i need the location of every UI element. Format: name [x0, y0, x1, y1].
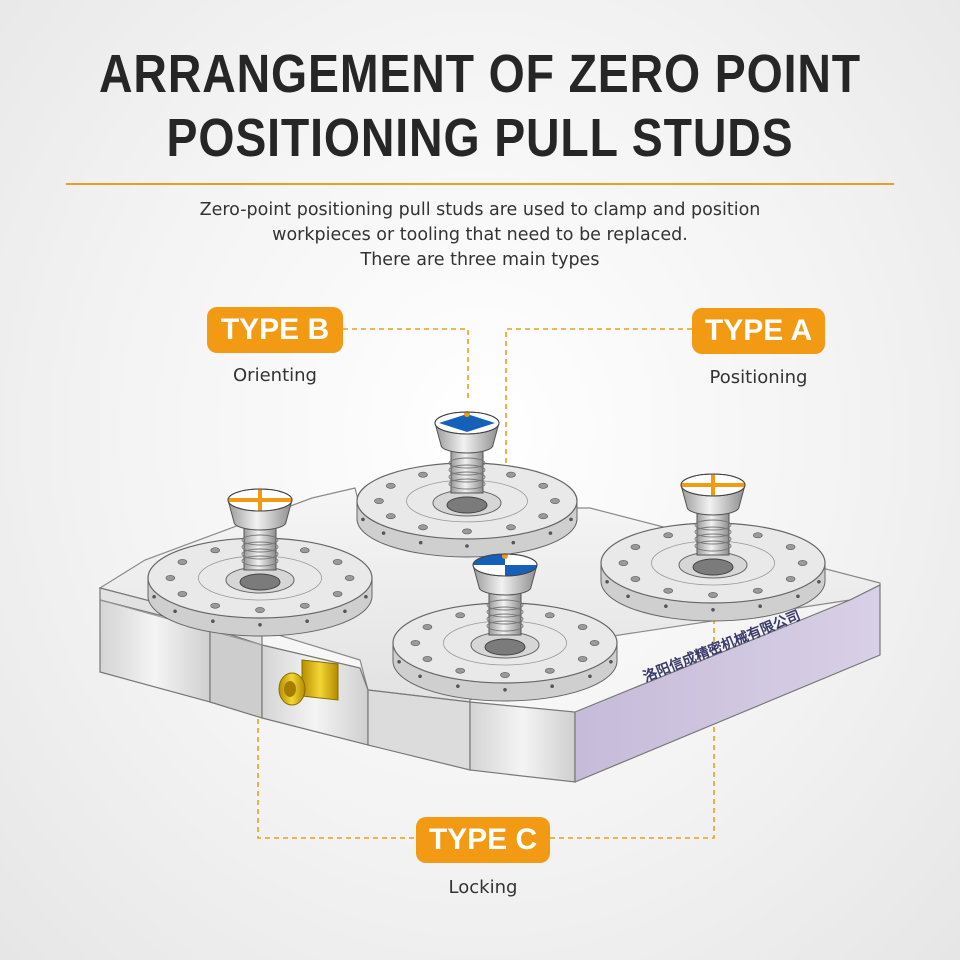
description: Zero-point positioning pull studs are us… — [0, 198, 960, 273]
stud-type-c-right-cap-icon — [680, 473, 746, 497]
stud-type-a-front-cap-icon — [472, 553, 538, 577]
type-b-badge: TYPE B — [207, 307, 343, 353]
plate-front-corner — [469, 701, 576, 783]
plate-sides — [99, 584, 881, 783]
type-a-badge: TYPE A — [692, 308, 825, 354]
stud-type-c-right — [600, 473, 826, 622]
stud-type-a-front — [392, 553, 618, 702]
title-line-2: POSITIONING PULL STUDS — [166, 108, 794, 168]
type-b-caption: Orienting — [233, 365, 317, 386]
page-title: ARRANGEMENT OF ZERO POINT POSITIONING PU… — [67, 42, 893, 170]
stud-type-c-left — [147, 488, 373, 637]
title-divider — [66, 183, 894, 185]
type-a-caption: Positioning — [709, 367, 808, 388]
stud-type-b-rear-cap-icon — [434, 411, 500, 435]
type-c-caption: Locking — [448, 877, 518, 898]
plate-side-right — [574, 584, 881, 783]
type-c-badge: TYPE C — [416, 817, 550, 863]
description-line-3: There are three main types — [360, 250, 600, 270]
callout-line-c-right — [550, 478, 715, 839]
title-line-1: ARRANGEMENT OF ZERO POINT — [99, 44, 861, 104]
description-line-1: Zero-point positioning pull studs are us… — [199, 200, 761, 220]
plate-front-inner2 — [367, 689, 471, 771]
stud-type-c-left-cap-icon — [227, 488, 293, 512]
callout-line-b — [343, 328, 469, 400]
stud-type-b-rear — [356, 411, 578, 558]
brass-fitting — [278, 659, 339, 706]
description-line-2: workpieces or tooling that need to be re… — [272, 225, 688, 245]
